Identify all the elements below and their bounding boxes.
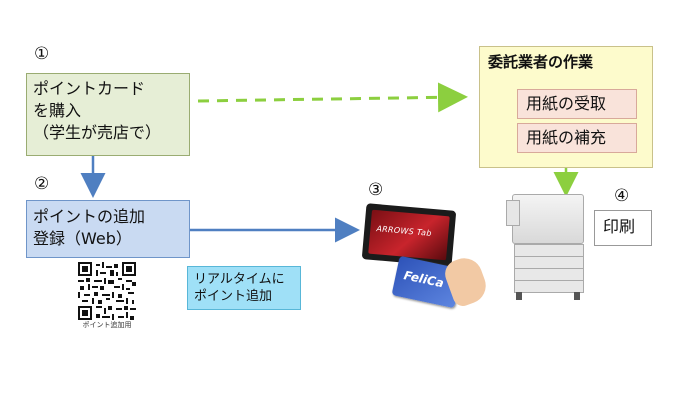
- task-refill-paper: 用紙の補充: [517, 123, 637, 153]
- printer-foot: [516, 292, 522, 300]
- step2-number: ②: [34, 174, 50, 194]
- step1-line2: を購入: [33, 101, 82, 120]
- step2-box: ポイントの追加 登録（Web）: [26, 200, 190, 258]
- step4-print-box: 印刷: [594, 210, 652, 246]
- dashed-arrow-step1-to-contractor: [197, 82, 468, 113]
- tablet-brand: ARROWS Tab: [376, 224, 433, 238]
- realtime-note: リアルタイムに ポイント追加: [187, 266, 301, 310]
- step1-box: ポイントカード を購入 （学生が売店で）: [26, 73, 190, 156]
- realtime-line1: リアルタイムに: [194, 272, 285, 287]
- qr-caption: ポイント追加用: [82, 321, 132, 329]
- realtime-line2: ポイント追加: [194, 289, 273, 304]
- printer-foot: [574, 292, 580, 300]
- printer-tray: [514, 280, 584, 293]
- step1-line3: （学生が売店で）: [33, 123, 162, 142]
- step2-line1: ポイントの追加: [33, 207, 146, 226]
- step1-line1: ポイントカード: [33, 79, 146, 98]
- qr-code-icon: [78, 262, 136, 320]
- felica-brand: FeliCa: [402, 268, 446, 291]
- printer-image: [506, 194, 586, 302]
- step1-number: ①: [34, 44, 50, 64]
- step4-number: ④: [614, 186, 630, 206]
- contractor-title: 委託業者の作業: [488, 53, 594, 71]
- printer-side-panel: [506, 200, 520, 226]
- step3-number: ③: [368, 180, 384, 200]
- printer-body: [512, 194, 584, 244]
- task-receive-paper: 用紙の受取: [517, 89, 637, 119]
- step2-line2: 登録（Web）: [33, 229, 132, 248]
- tablet-screen: ARROWS Tab: [368, 209, 450, 261]
